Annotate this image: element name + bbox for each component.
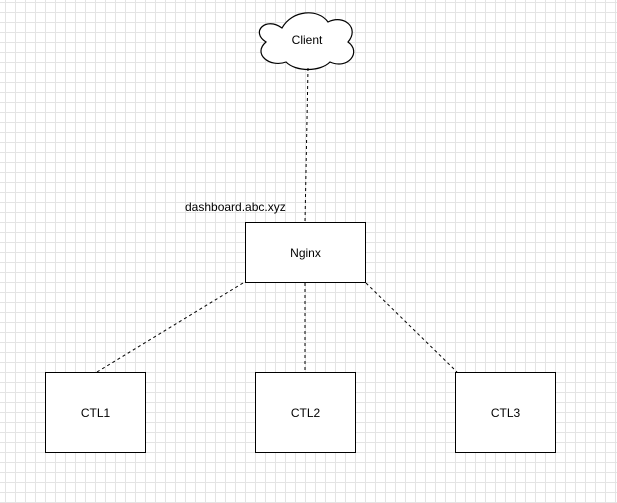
- nginx-label: Nginx: [290, 245, 321, 260]
- client-cloud-shape[interactable]: [258, 12, 355, 71]
- ctl1-node[interactable]: CTL1: [45, 372, 146, 453]
- ctl3-label: CTL3: [490, 405, 521, 420]
- nginx-node[interactable]: Nginx: [245, 222, 366, 283]
- connector-nginx-ctl1: [96, 282, 244, 373]
- ctl3-node[interactable]: CTL3: [455, 372, 556, 453]
- client-label: Client: [291, 33, 323, 47]
- connector-client-nginx: [304, 67, 309, 223]
- ctl2-node[interactable]: CTL2: [255, 372, 356, 453]
- domain-label: dashboard.abc.xyz: [185, 200, 286, 214]
- ctl1-label: CTL1: [80, 405, 111, 420]
- connector-nginx-ctl3: [365, 282, 458, 373]
- ctl2-label: CTL2: [290, 405, 321, 420]
